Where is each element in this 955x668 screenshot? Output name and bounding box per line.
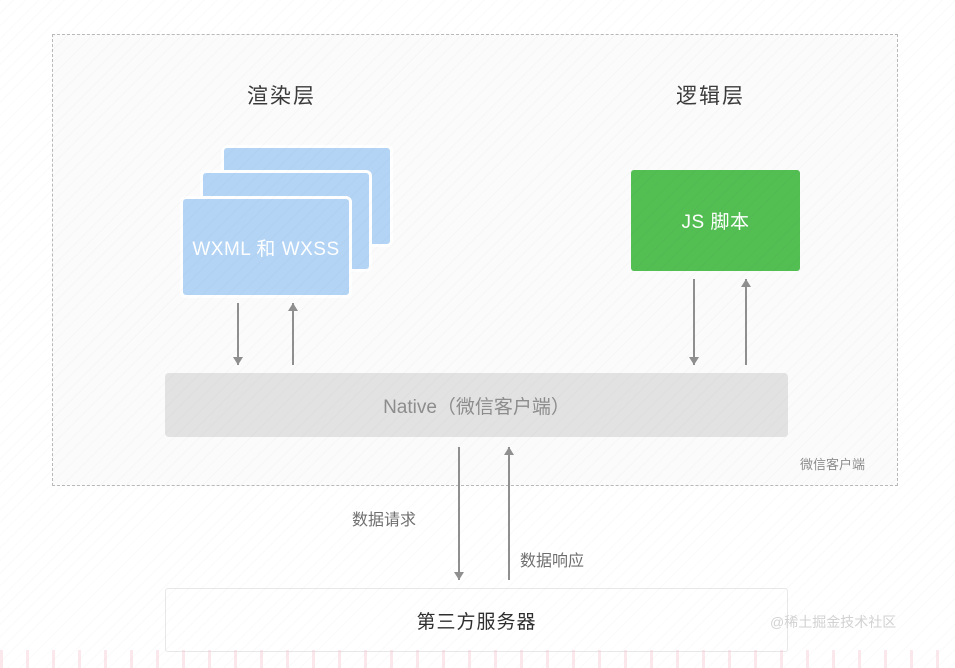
arrow-head — [454, 572, 464, 580]
bottom-edge-artifacts — [0, 650, 955, 668]
arrow-head — [741, 279, 751, 287]
arrow-head — [288, 303, 298, 311]
arrow-shaft — [292, 303, 294, 365]
watermark: @稀土掘金技术社区 — [770, 614, 897, 630]
native-client-bar: Native（微信客户端） — [165, 373, 788, 437]
arrow-head — [689, 357, 699, 365]
js-script-box: JS 脚本 — [631, 170, 800, 271]
arrow-shaft — [745, 279, 747, 365]
native-client-label: Native（微信客户端） — [383, 396, 570, 418]
arrow-native-to-render — [287, 303, 299, 365]
wxml-card-label: WXML 和 WXSS — [192, 238, 340, 260]
arrow-native-to-logic — [740, 279, 752, 365]
third-party-server-box: 第三方服务器 — [165, 588, 788, 652]
logic-layer-title: 逻辑层 — [676, 85, 745, 108]
third-party-server-label: 第三方服务器 — [416, 611, 537, 633]
wxml-card-front: WXML 和 WXSS — [180, 196, 352, 298]
arrow-shaft — [508, 447, 510, 580]
wechat-client-tag: 微信客户端 — [800, 457, 866, 472]
data-response-label: 数据响应 — [520, 553, 585, 570]
arrow-shaft — [237, 303, 239, 365]
data-request-label: 数据请求 — [352, 512, 417, 529]
js-script-label: JS 脚本 — [681, 212, 750, 233]
arrow-data-request — [453, 447, 465, 580]
arrow-logic-to-native — [688, 279, 700, 365]
arrow-data-response — [503, 447, 515, 580]
arrow-render-to-native — [232, 303, 244, 365]
arrow-shaft — [458, 447, 460, 580]
arrow-head — [504, 447, 514, 455]
render-layer-title: 渲染层 — [247, 85, 316, 108]
arrow-head — [233, 357, 243, 365]
arrow-shaft — [693, 279, 695, 365]
